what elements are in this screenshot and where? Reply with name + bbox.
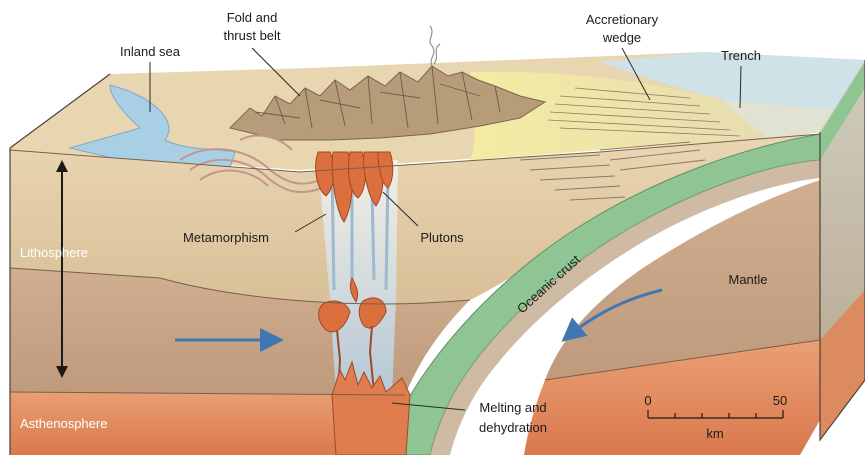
- label-accretionary-line1: Accretionary: [586, 12, 659, 27]
- label-mantle: Mantle: [728, 272, 767, 287]
- label-asthenosphere: Asthenosphere: [20, 416, 107, 431]
- scale-max-label: 50: [773, 393, 787, 408]
- label-melting-line2: dehydration: [479, 420, 547, 435]
- scale-min-label: 0: [644, 393, 651, 408]
- label-accretionary-line2: wedge: [602, 30, 641, 45]
- label-fold-thrust-line2: thrust belt: [223, 28, 280, 43]
- label-inland-sea: Inland sea: [120, 44, 181, 59]
- volcano-plume: [430, 26, 440, 66]
- label-lithosphere: Lithosphere: [20, 245, 88, 260]
- label-fold-thrust-line1: Fold and: [227, 10, 278, 25]
- label-trench: Trench: [721, 48, 761, 63]
- scale-unit-label: km: [706, 426, 723, 441]
- label-plutons: Plutons: [420, 230, 464, 245]
- label-melting-line1: Melting and: [479, 400, 546, 415]
- label-metamorphism: Metamorphism: [183, 230, 269, 245]
